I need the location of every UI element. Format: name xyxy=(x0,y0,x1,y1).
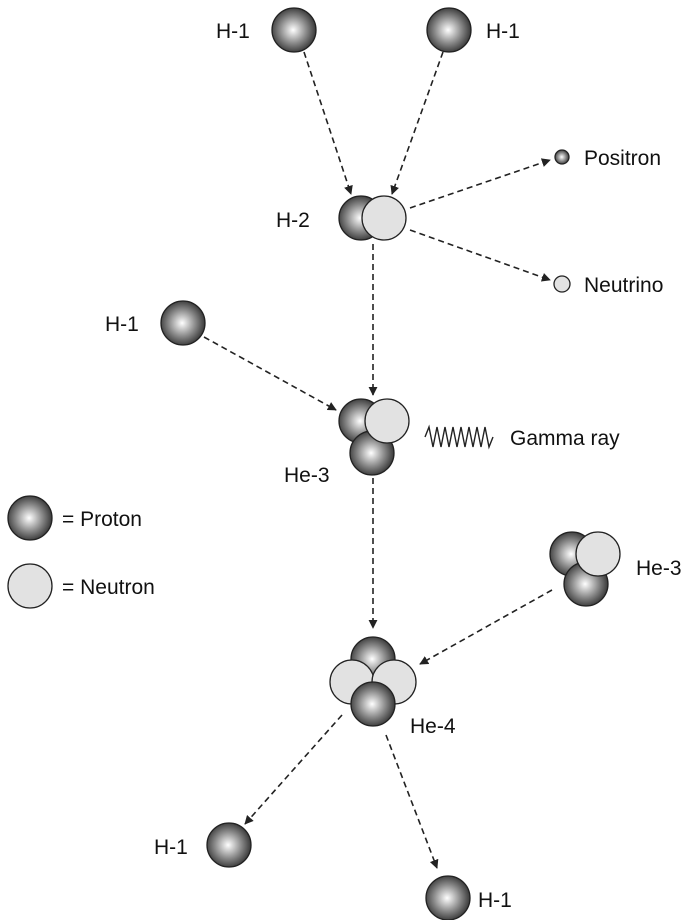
legend: = Proton = Neutron xyxy=(7,495,155,609)
label-h1-top-right: H-1 xyxy=(486,20,520,43)
proton-icon xyxy=(271,7,317,53)
arrow-he4-to-h1-left xyxy=(244,714,343,825)
arrow-h1-to-he3 xyxy=(203,336,337,411)
label-he4: He-4 xyxy=(410,715,456,738)
label-gamma-ray: Gamma ray xyxy=(510,427,620,450)
helium-3-nucleus-right xyxy=(549,531,621,607)
arrow-h1-right-to-h2 xyxy=(390,51,444,195)
neutron-icon xyxy=(361,195,407,241)
arrow-h2-to-positron xyxy=(409,158,551,209)
label-h1-top-left: H-1 xyxy=(216,20,250,43)
proton-icon xyxy=(350,681,396,727)
proton-icon xyxy=(425,875,471,920)
neutron-icon xyxy=(575,531,621,577)
legend-proton-icon xyxy=(7,495,53,541)
label-positron: Positron xyxy=(584,147,661,170)
legend-neutron-icon xyxy=(7,563,53,609)
reaction-arrows xyxy=(203,51,553,869)
label-he3-center: He-3 xyxy=(284,464,330,487)
arrow-he4-to-h1-right xyxy=(385,734,439,869)
proton-icon xyxy=(160,300,206,346)
arrow-h1-left-to-h2 xyxy=(303,51,353,195)
label-h1-bottom-left: H-1 xyxy=(154,836,188,859)
legend-neutron-label: = Neutron xyxy=(62,576,155,599)
label-he3-right: He-3 xyxy=(636,557,682,580)
neutron-icon xyxy=(364,398,410,444)
proton-icon xyxy=(206,822,252,868)
deuterium-nucleus xyxy=(338,195,407,241)
arrow-he3-right-to-he4 xyxy=(419,589,553,665)
neutrino-icon xyxy=(553,275,571,293)
label-h1-bottom-right: H-1 xyxy=(478,889,512,912)
label-h2: H-2 xyxy=(276,209,310,232)
label-h1-mid-left: H-1 xyxy=(105,313,139,336)
proton-icon xyxy=(426,7,472,53)
gamma-ray-wave-icon xyxy=(424,424,494,450)
helium-4-nucleus xyxy=(329,636,417,727)
arrow-h2-to-neutrino xyxy=(409,229,551,282)
helium-3-nucleus xyxy=(338,398,410,476)
positron-icon xyxy=(554,149,570,165)
legend-proton-label: = Proton xyxy=(62,508,142,531)
labels: H-1 H-1 H-2 Positron Neutrino H-1 Gamma … xyxy=(105,20,682,912)
label-neutrino: Neutrino xyxy=(584,274,663,297)
